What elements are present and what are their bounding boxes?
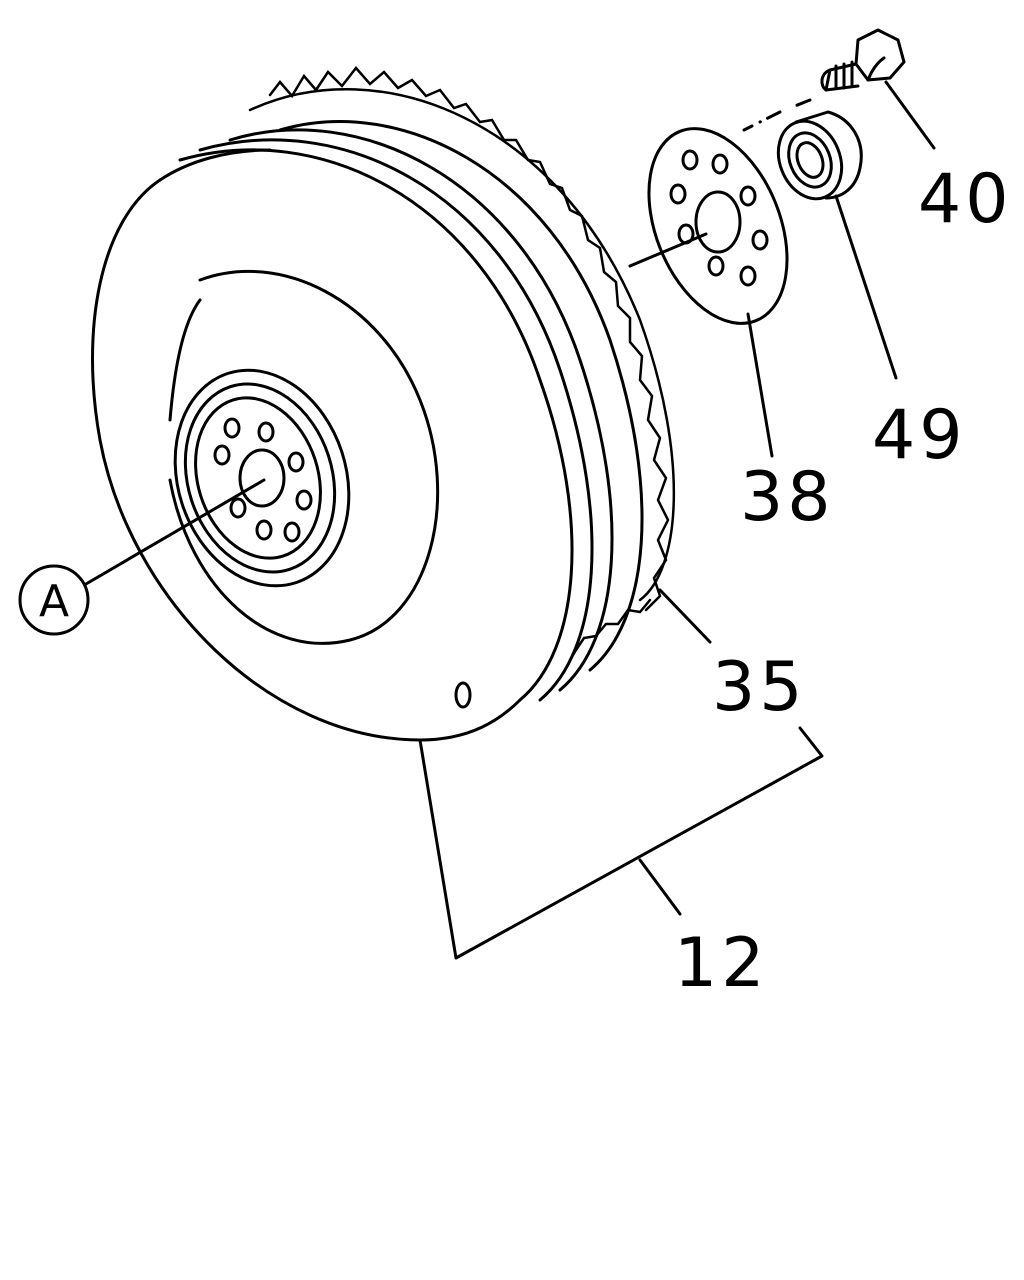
reference-a-callout: A [18, 564, 90, 636]
leader-49 [834, 194, 898, 380]
leader-plate-center [628, 232, 708, 268]
part-number-40: 40 [918, 160, 1013, 239]
leader-40 [884, 80, 936, 150]
bolt-icon [742, 28, 906, 132]
bearing-icon [776, 110, 863, 201]
plate-icon [647, 127, 789, 325]
reference-a-label: A [39, 576, 69, 627]
part-number-35: 35 [712, 648, 807, 727]
leader-35 [658, 588, 712, 644]
leader-a [84, 478, 266, 586]
ring-gear-icon [248, 66, 675, 662]
reference-circle [18, 564, 90, 636]
flywheel-icon [91, 120, 644, 742]
part-number-49: 49 [872, 396, 967, 475]
leader-12-bracket [418, 726, 824, 960]
leader-lines [84, 80, 936, 960]
part-number-38: 38 [740, 458, 835, 537]
leader-38 [746, 312, 774, 458]
part-number-12: 12 [674, 924, 769, 1003]
leader-12 [638, 858, 682, 916]
